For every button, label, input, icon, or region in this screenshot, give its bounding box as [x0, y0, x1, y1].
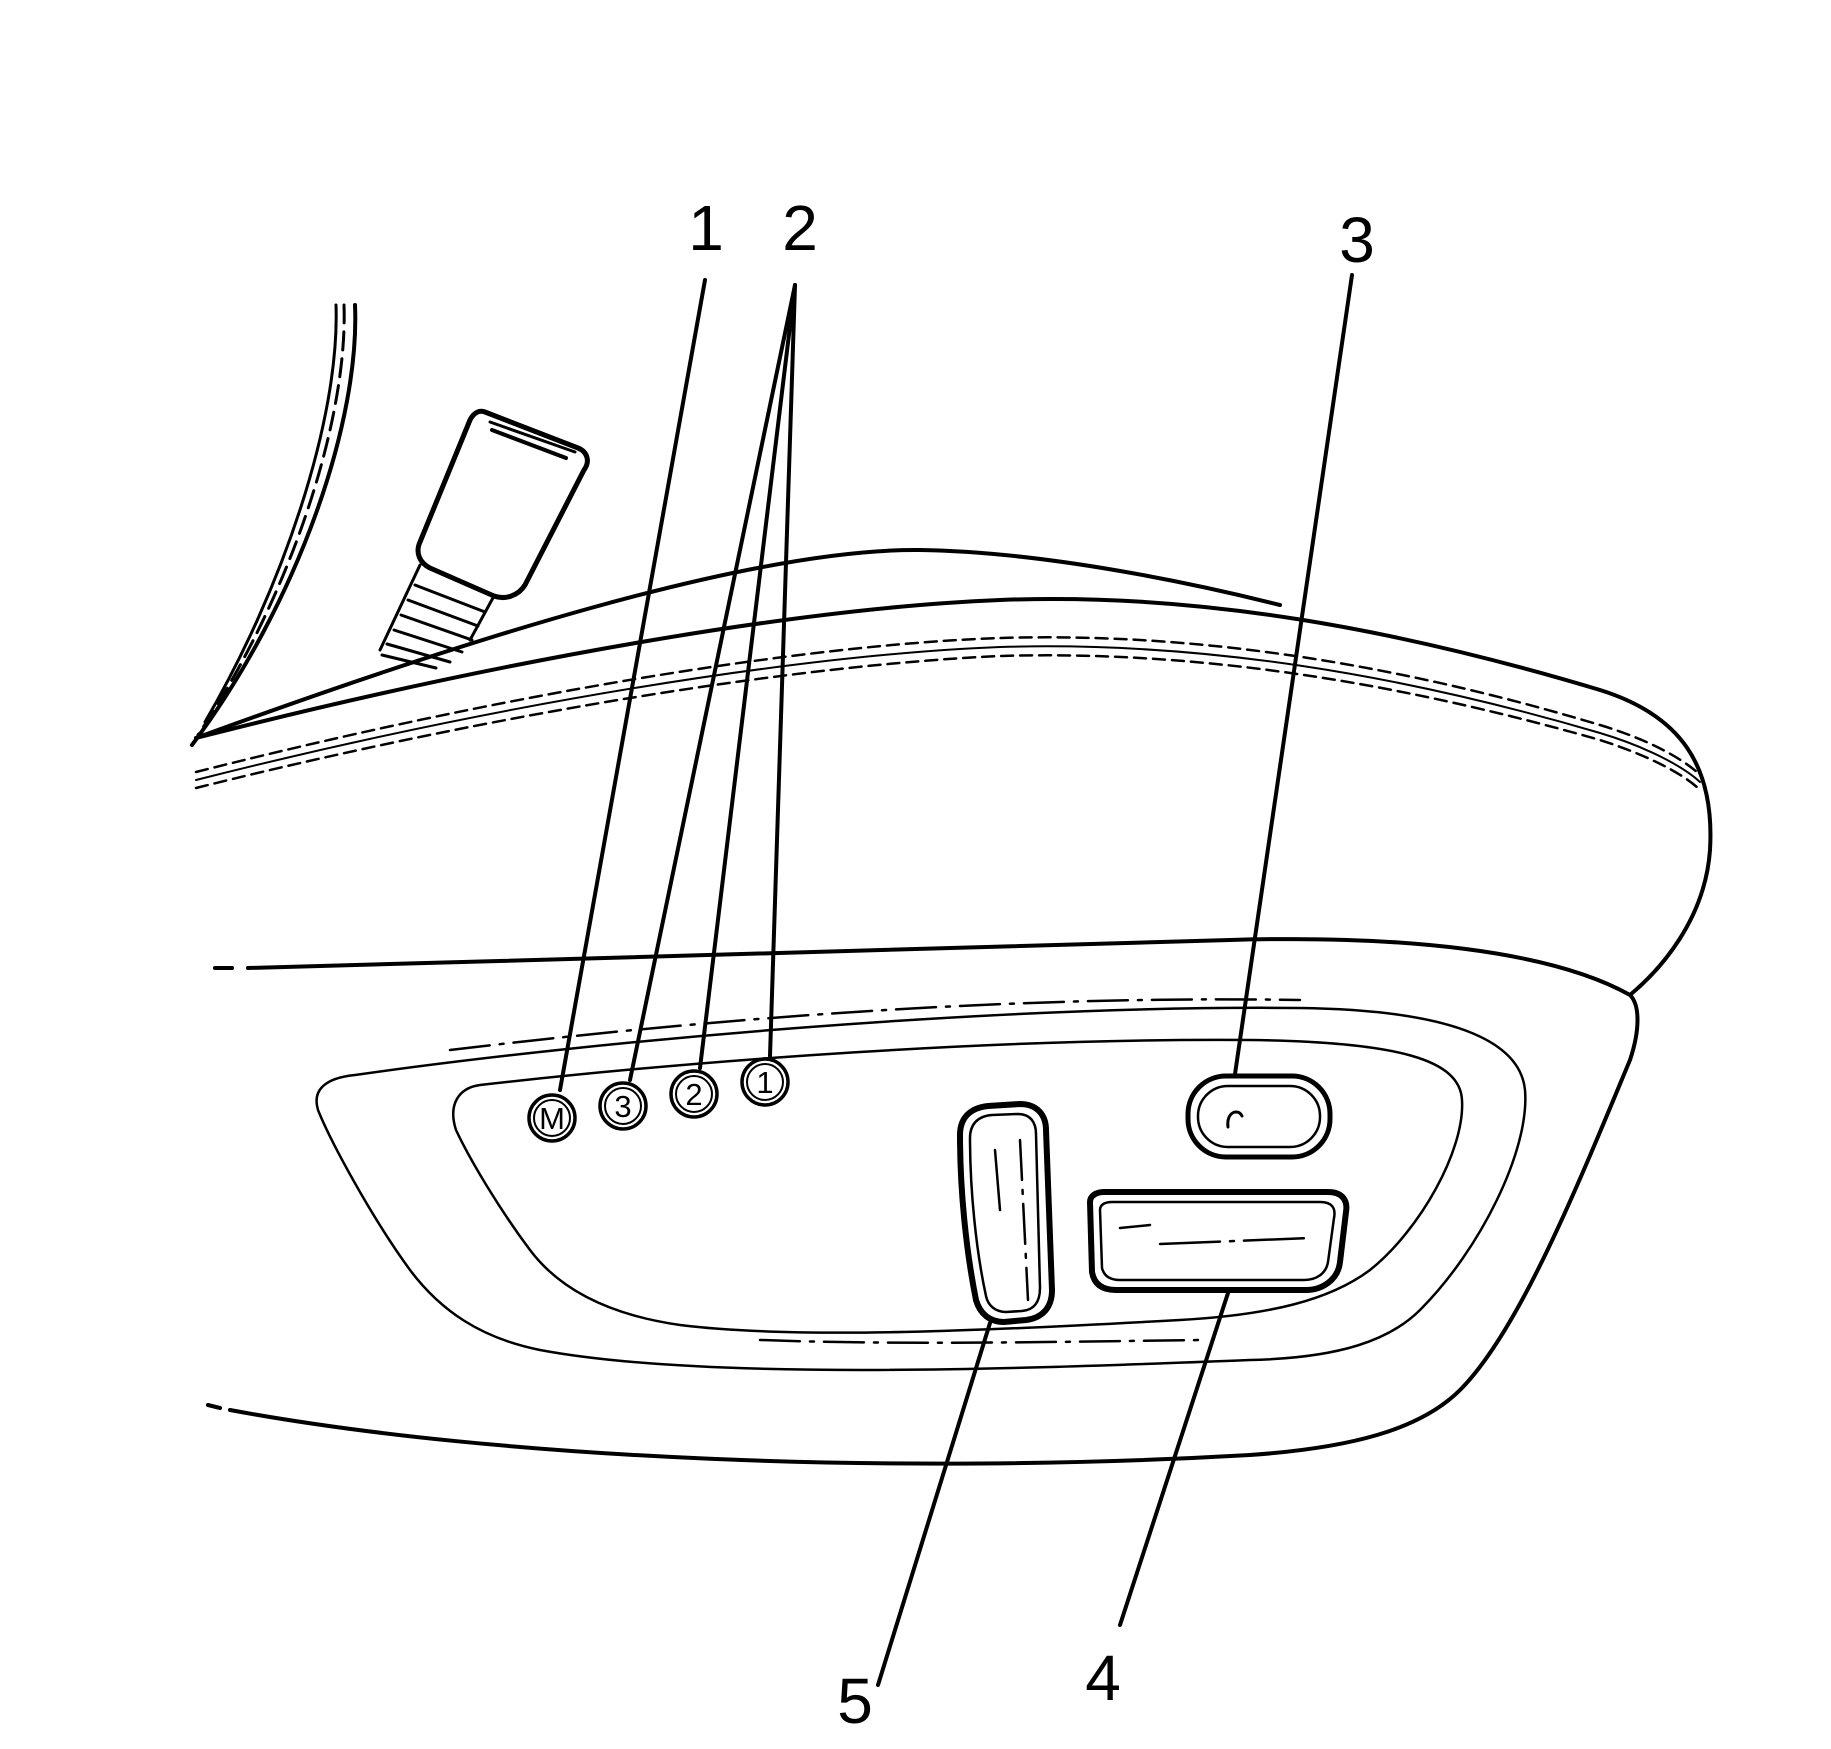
seat-belt-buckle	[378, 408, 590, 670]
seat-adjuster-switch[interactable]	[1087, 1189, 1350, 1293]
leader-line-1	[558, 278, 707, 1092]
preset-button-3-label: 3	[614, 1089, 631, 1124]
leader-line-4	[1118, 1291, 1230, 1627]
memory-button-label: M	[539, 1101, 565, 1136]
callout-4: 4	[1085, 1642, 1121, 1714]
callout-2: 2	[782, 192, 818, 264]
leader-line-3	[1233, 273, 1354, 1076]
callout-1: 1	[688, 192, 724, 264]
callout-5: 5	[837, 1665, 873, 1737]
leader-line-5	[876, 1321, 992, 1687]
leader-line-2b	[698, 283, 797, 1070]
preset-button-1[interactable]: 1	[740, 1057, 790, 1107]
callout-3: 3	[1339, 204, 1375, 276]
lumbar-switch[interactable]	[1185, 1073, 1333, 1160]
leader-line-2c	[768, 283, 797, 1058]
preset-button-2-label: 2	[685, 1077, 702, 1112]
callout-leaders	[558, 273, 1354, 1687]
preset-button-3[interactable]: 3	[598, 1081, 648, 1131]
leader-line-2a	[628, 283, 797, 1082]
memory-button-m[interactable]: M	[527, 1093, 577, 1143]
seat-side-panel	[206, 937, 1640, 1466]
preset-button-1-label: 1	[756, 1065, 773, 1100]
recline-switch[interactable]	[957, 1101, 1055, 1325]
seat-belt-strap	[190, 303, 358, 747]
preset-button-2[interactable]: 2	[669, 1069, 719, 1119]
seat-cushion-top	[194, 547, 1713, 997]
